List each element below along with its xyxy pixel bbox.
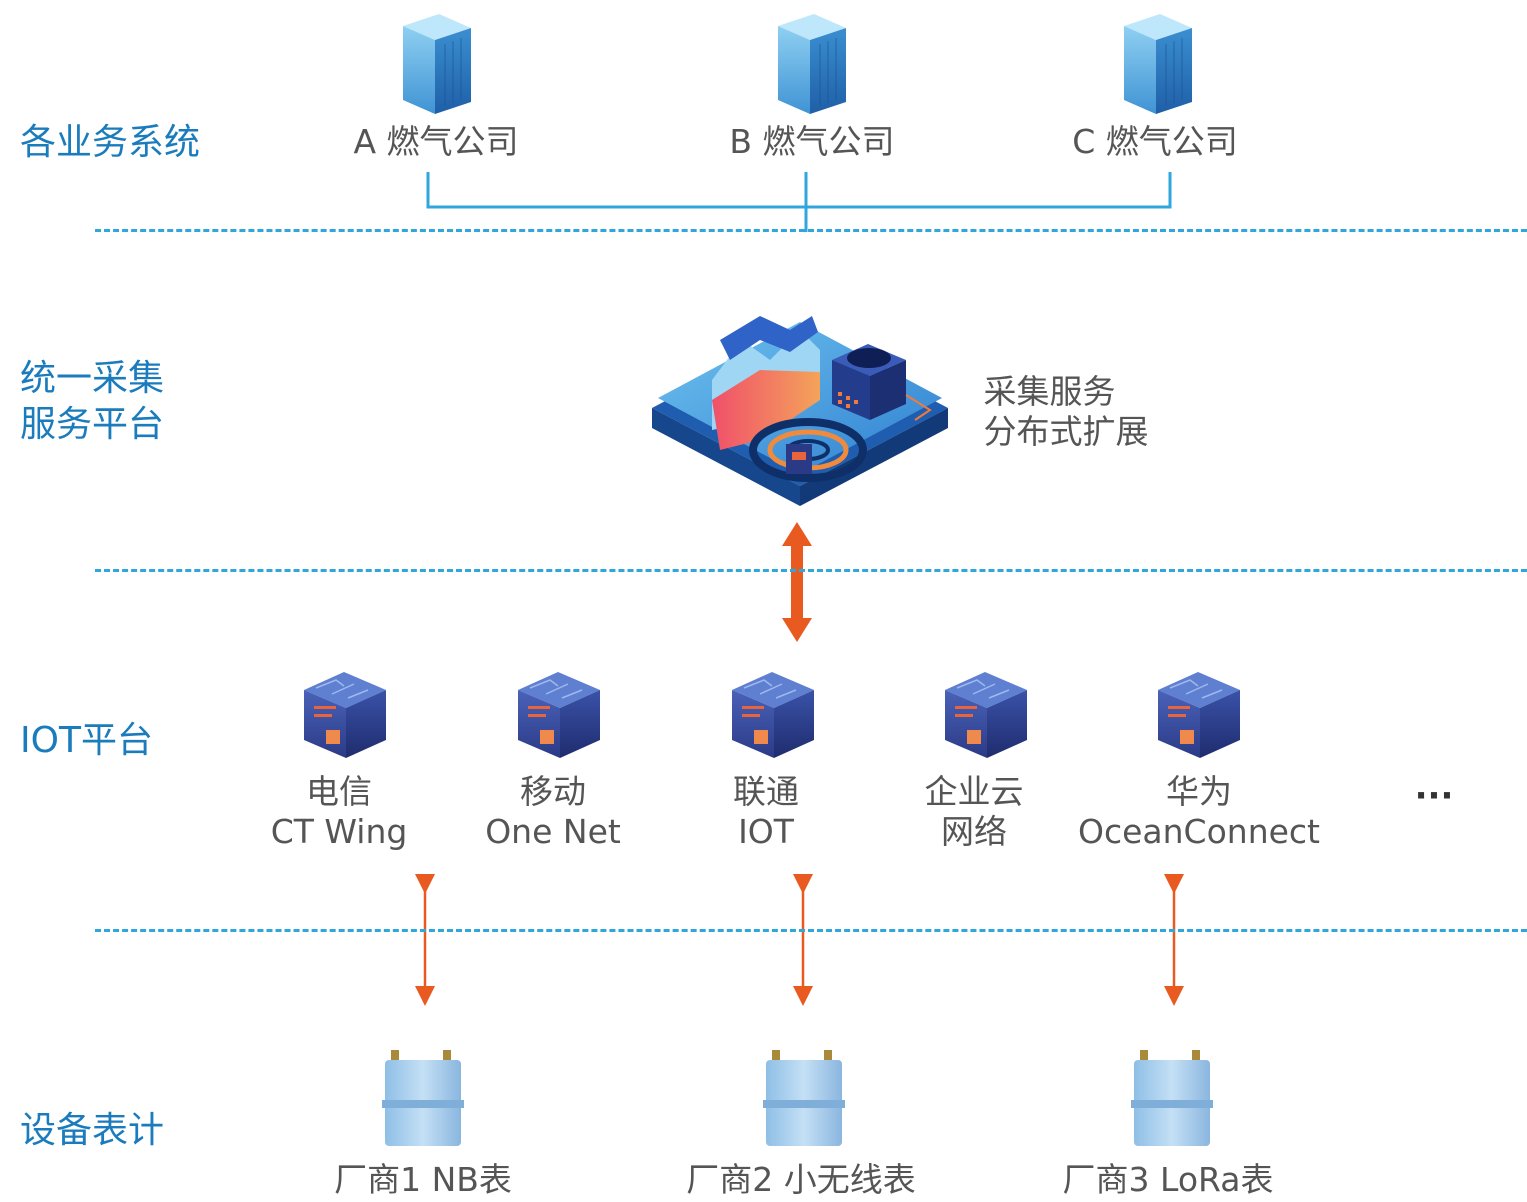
meter-label: 厂商1 NB表: [334, 1160, 512, 1199]
company-connector: [426, 172, 1172, 232]
iot-platform-line1: 电信: [306, 772, 372, 811]
iot-cube-icon: [945, 672, 1027, 758]
iot-cube-icon: [732, 672, 814, 758]
gas-meter-icon: [763, 1050, 845, 1146]
iot-platform-label: 联通 IOT: [733, 772, 799, 852]
iot-cube-icon: [1158, 672, 1240, 758]
company-label: A 燃气公司: [353, 122, 519, 161]
meter-label: 厂商3 LoRa表: [1062, 1160, 1274, 1199]
iot-cube-icon: [518, 672, 600, 758]
iot-cube-icon: [304, 672, 386, 758]
layer-label-collect-line2: 服务平台: [20, 404, 165, 445]
iot-platform-line1: 移动: [519, 772, 586, 811]
platform-arrow: [782, 522, 812, 642]
layer-divider: [95, 229, 1527, 232]
layer-label-iot: IOT平台: [20, 720, 153, 761]
iot-platform-label: 移动 One Net: [485, 772, 621, 852]
iot-platform-line1: 华为: [1165, 772, 1232, 811]
iot-platform-line1: 企业云: [924, 772, 1024, 811]
server-icon: [403, 14, 471, 114]
server-icon: [1124, 14, 1192, 114]
service-label-line1: 采集服务: [983, 372, 1116, 411]
iot-platform-line2: One Net: [485, 812, 621, 851]
iot-platform-label: 华为 OceanConnect: [1078, 772, 1320, 852]
iot-platform-line2: IOT: [738, 812, 794, 851]
iot-platform-line2: CT Wing: [270, 812, 408, 851]
gas-meter-icon: [382, 1050, 464, 1146]
service-label: 采集服务 分布式扩展: [984, 372, 1149, 452]
iot-platform-line2: 网络: [941, 812, 1007, 851]
more-ellipsis: ···: [1414, 776, 1454, 816]
collection-platform-icon: [652, 316, 948, 506]
layer-label-business: 各业务系统: [20, 122, 201, 163]
layer-label-collect: 统一采集 服务平台: [20, 356, 164, 448]
meter-label: 厂商2 小无线表: [686, 1160, 916, 1199]
layer-label-devices: 设备表计: [20, 1110, 165, 1151]
company-label: C 燃气公司: [1072, 122, 1238, 161]
iot-platform-label: 企业云 网络: [925, 772, 1024, 852]
iot-platform-line2: OceanConnect: [1077, 812, 1321, 851]
layer-label-collect-line1: 统一采集: [20, 358, 165, 399]
company-label: B 燃气公司: [729, 122, 895, 161]
layer-divider: [95, 569, 1527, 572]
gas-meter-icon: [1131, 1050, 1213, 1146]
layer-divider: [95, 929, 1527, 932]
iot-platform-line1: 联通: [733, 772, 799, 811]
service-label-line2: 分布式扩展: [983, 412, 1149, 451]
iot-platform-label: 电信 CT Wing: [271, 772, 408, 852]
server-icon: [778, 14, 846, 114]
